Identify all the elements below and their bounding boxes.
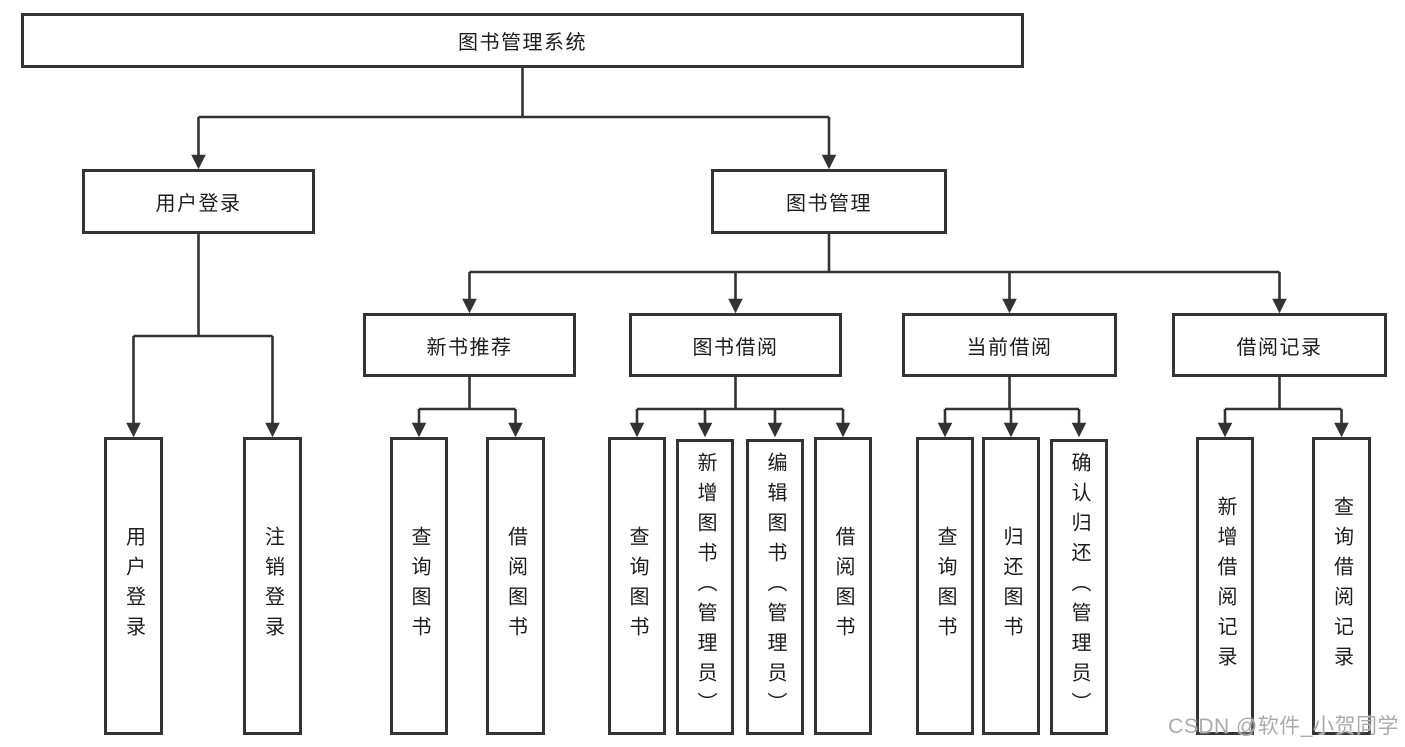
leaf-return-book: 归还图书 <box>982 437 1040 735</box>
leaf-query-book-3: 查询图书 <box>916 437 974 735</box>
node-current-borrow: 当前借阅 <box>902 313 1117 377</box>
leaf-add-book: 新增图书（管理员） <box>676 439 734 735</box>
leaf-edit-book: 编辑图书（管理员） <box>746 439 804 735</box>
leaf-query-borrow-record: 查询借阅记录 <box>1312 437 1371 735</box>
leaf-confirm-return: 确认归还（管理员） <box>1050 439 1108 735</box>
leaf-query-book-2: 查询图书 <box>608 437 666 735</box>
leaf-logout: 注销登录 <box>243 437 302 735</box>
node-user-login: 用户登录 <box>82 169 315 234</box>
leaf-add-borrow-record: 新增借阅记录 <box>1196 437 1254 735</box>
leaf-user-login: 用户登录 <box>104 437 163 735</box>
leaf-borrow-book-1: 借阅图书 <box>486 437 545 735</box>
csdn-watermark: CSDN @软件_小贺同学 <box>1168 715 1399 738</box>
leaf-borrow-book-2: 借阅图书 <box>814 437 872 735</box>
leaf-query-book-1: 查询图书 <box>390 437 448 735</box>
node-book-mgmt: 图书管理 <box>711 169 947 234</box>
node-book-borrow: 图书借阅 <box>629 313 842 377</box>
node-new-book-rec: 新书推荐 <box>363 313 576 377</box>
node-borrow-record: 借阅记录 <box>1172 313 1387 377</box>
node-root: 图书管理系统 <box>21 13 1024 68</box>
